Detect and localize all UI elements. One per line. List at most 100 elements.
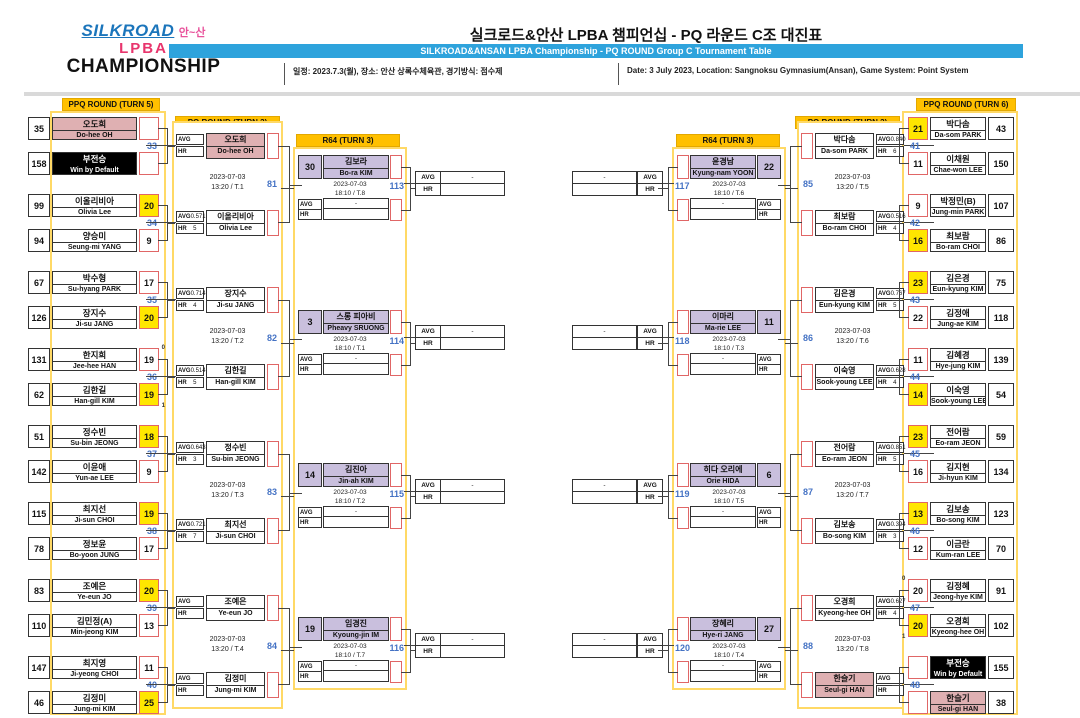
- player-name: 스롱 피아비 Pheavy SRUONG: [323, 310, 389, 334]
- column-header-ppq-right: PPQ ROUND (TURN 6): [916, 98, 1016, 111]
- pair-connector: 39: [28, 602, 159, 614]
- score-cell: 11: [139, 656, 159, 679]
- score-cell: [908, 656, 928, 679]
- match-info: 2023-07-03 18:10 / T.5: [677, 487, 798, 507]
- player-name-ko: 장지수: [207, 288, 264, 301]
- player-name: 히다 오리에 Orie HIDA: [690, 463, 756, 487]
- player-name-en: Do-hee OH: [76, 132, 113, 139]
- winner-stat-box: - AVG HR: [572, 171, 674, 196]
- match-info: 2023-07-03 13:20 / T.6 86: [801, 313, 904, 364]
- pair-connector: 38: [28, 525, 159, 537]
- player-name-en: Ji-hyun KIM: [938, 475, 978, 482]
- player-number: 43: [988, 117, 1014, 140]
- player-name-en: Ji-sun CHOI: [215, 533, 256, 540]
- bracket-pair: 9 박정민(B) Jung-min PARK 107 42 16 최보람 Bo-…: [892, 194, 1014, 252]
- player-row: AVG HR 조예은 Ye-eun JO: [146, 595, 279, 621]
- player-number: 91: [988, 579, 1014, 602]
- player-name-ko: 오경희: [931, 615, 985, 628]
- avg-value: 0.851: [890, 444, 906, 451]
- player-row: 20 김정혜 Jeong-hye KIM 91 0: [902, 576, 1014, 602]
- player-name: 전어람 Eo-ram JEON: [930, 425, 986, 448]
- player-name-ko: 박정민(B): [931, 195, 985, 208]
- player-name-en: Kum-ran LEE: [935, 552, 981, 559]
- player-name-ko: 정보윤: [53, 538, 136, 551]
- score-entry-cell: [267, 672, 279, 698]
- player-name-en: Jung-mi KIM: [214, 687, 257, 694]
- player-name-en: Su-bin JEONG: [70, 440, 119, 447]
- hr-stat: HR: [176, 685, 204, 696]
- player-number: 35: [28, 117, 50, 140]
- player-number: 102: [988, 614, 1014, 637]
- player-name: 이숙영 Sook-young LEE: [930, 383, 986, 406]
- avg-label: AVG: [178, 367, 191, 374]
- player-row: 94 양승미 Seung-mi YANG 9: [28, 229, 159, 252]
- score-cell: 23: [908, 271, 928, 294]
- hr-label: HR: [878, 148, 887, 155]
- hr-label: HR: [415, 645, 441, 658]
- player-name-en: Jung-mi KIM: [73, 706, 116, 713]
- score-entry-cell: [390, 661, 402, 683]
- player-row: 이마리 Ma-rie LEE 11: [677, 310, 781, 334]
- player-name: 전어람 Eo-ram JEON: [815, 441, 874, 467]
- player-name-en: Han-gill KIM: [215, 379, 256, 386]
- hr-value: 4: [893, 379, 897, 386]
- score-cell: 16: [908, 460, 928, 483]
- match-number: 46: [910, 526, 921, 536]
- avg-value: 0.714: [190, 290, 206, 297]
- panel-r64-left: [293, 147, 407, 690]
- player-number: 131: [28, 348, 50, 371]
- hr-value: [572, 491, 637, 504]
- player-row: 윤경남 Kyung-nam YOON 22: [677, 155, 781, 179]
- winner-stat-box: AVG - HR: [404, 479, 505, 504]
- hr-label: HR: [298, 517, 322, 528]
- player-name-en: Ye-eun JO: [77, 594, 112, 601]
- hr-stat: HR: [176, 608, 204, 619]
- player-name-ko: 김한길: [207, 365, 264, 378]
- player-name: 장지수 Ji-su JANG: [206, 287, 265, 313]
- hr-stat: HR: [298, 208, 389, 220]
- hr-stat: HR: [176, 146, 204, 157]
- column-header-r64-right: R64 (TURN 3): [676, 134, 780, 147]
- player-row: 67 박수형 Su-hyang PARK 17: [28, 271, 159, 294]
- match-number: 34: [146, 218, 157, 228]
- player-row: AVG HR 오도희 Do-hee OH: [146, 133, 279, 159]
- player-name: 최지영 Ji-yeong CHOI: [52, 656, 137, 679]
- hr-stat: HR: [572, 183, 663, 196]
- match-date: 2023-07-03: [333, 489, 367, 496]
- player-name-ko: 최보람: [816, 211, 873, 224]
- player-name: 정보윤 Bo-yoon JUNG: [52, 537, 137, 560]
- pair-connector: 44: [908, 371, 1014, 383]
- match-time-table: 13:20 / T.4: [211, 646, 244, 653]
- player-name: 한슬기 Seul-gi HAN: [815, 672, 874, 698]
- hr-label: HR: [637, 183, 663, 196]
- player-row: 장혜리 Hye-ri JANG 27: [677, 617, 781, 641]
- player-name-ko: 스롱 피아비: [324, 311, 388, 324]
- avg-value: 0.721: [190, 521, 206, 528]
- avg-value: 0.628: [890, 367, 906, 374]
- player-name: 김혜경 Hye-jung KIM: [930, 348, 986, 371]
- player-number: 99: [28, 194, 50, 217]
- winner-stat-box: AVG - HR: [404, 171, 505, 196]
- avg-value: 0.514: [190, 367, 206, 374]
- match-date: 2023-07-03: [834, 328, 871, 335]
- player-name-ko: 박수형: [53, 272, 136, 285]
- player-name-en: Min-jeong KIM: [70, 629, 119, 636]
- player-row: 11 김혜경 Hye-jung KIM 139: [908, 348, 1014, 371]
- r64-match: 이마리 Ma-rie LEE 11 2023-07-03 18:10 / T.3…: [658, 310, 798, 376]
- avg-stat: AVG: [176, 596, 204, 607]
- score-entry-cell: [390, 310, 402, 334]
- hr-label: HR: [878, 456, 887, 463]
- match-time-table: 18:10 / T.5: [713, 498, 745, 505]
- player-number: 142: [28, 460, 50, 483]
- score-cell: [139, 117, 159, 140]
- avg-label: AVG: [878, 367, 891, 374]
